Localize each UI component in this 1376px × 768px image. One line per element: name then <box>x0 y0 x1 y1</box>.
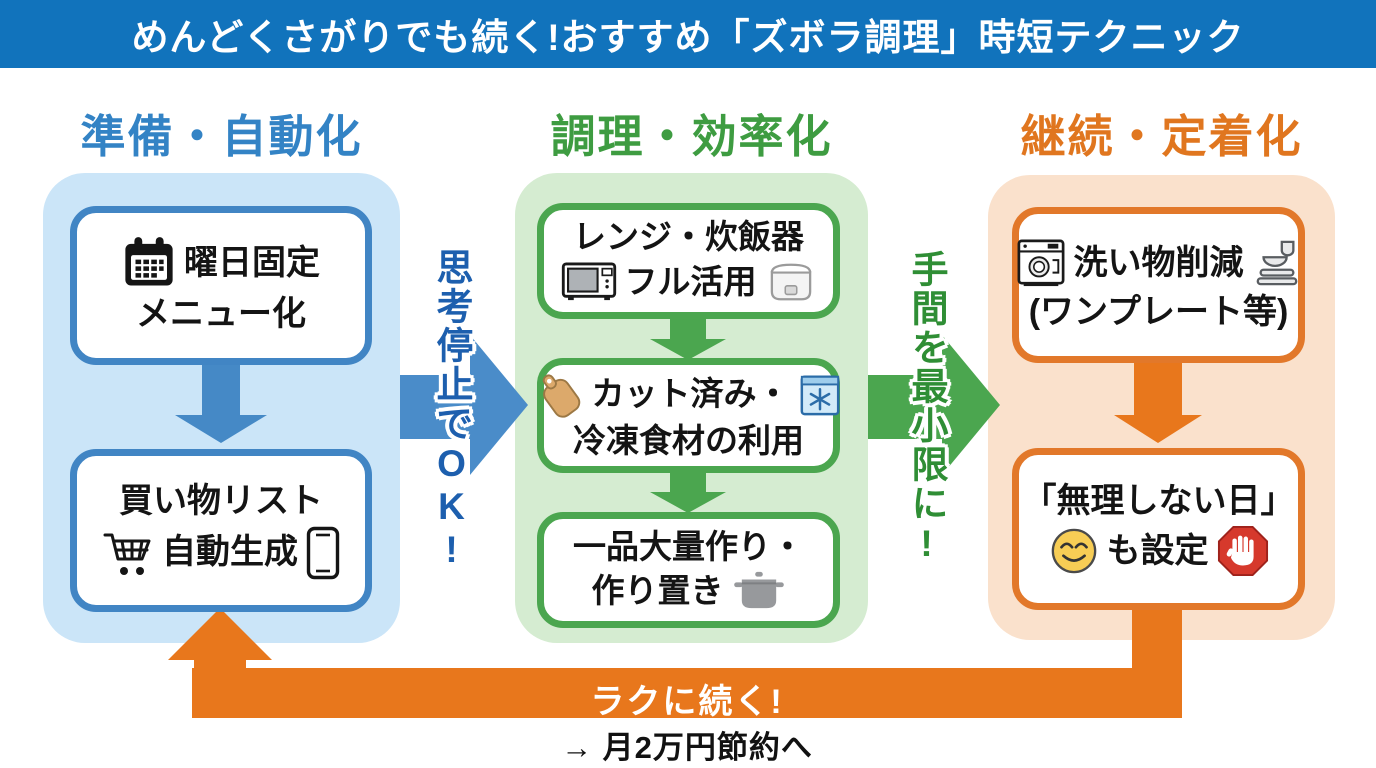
prep-to-cooking-arrow-label: 思考停止でOK! <box>431 248 472 572</box>
box-line-row: 一品大量作り・ <box>573 528 804 567</box>
shopping-cart-icon <box>102 529 154 577</box>
cooking-down-arrow-2-head <box>650 492 726 513</box>
column-header-continuation: 継続・定着化 <box>1020 110 1303 162</box>
prep-down-arrow-head <box>175 415 267 443</box>
box-line-row: 「無理しない日」 <box>1023 481 1295 521</box>
continuation-down-arrow-head <box>1114 415 1202 443</box>
dishes-stack-icon <box>1252 238 1302 288</box>
batch-cooking-box: 一品大量作り・ 作り置き <box>537 512 840 628</box>
box-text: 曜日固定 <box>184 244 320 283</box>
column-header-cooking: 調理・効率化 <box>550 110 833 162</box>
fixed-menu-box: 曜日固定 メニュー化 <box>70 206 372 365</box>
box-text: 冷凍食材の利用 <box>573 422 804 460</box>
smiley-icon <box>1049 526 1099 576</box>
smartphone-icon <box>306 526 340 580</box>
page-title: めんどくさがりでも続く!おすすめ「ズボラ調理」時短テクニック <box>131 17 1245 58</box>
pot-icon <box>732 570 786 612</box>
cooking-down-arrow-2-shaft <box>670 471 706 492</box>
dish-reduction-box: 洗い物削減 (ワンプレート等) <box>1012 207 1305 363</box>
box-text: メニュー化 <box>136 295 306 334</box>
cooking-to-continuation-arrow-body <box>868 375 942 439</box>
loop-arrow-up-head <box>168 608 272 660</box>
shopping-list-box: 買い物リスト 自動生成 <box>70 449 372 612</box>
loop-arrow-label: ラクに続く! <box>590 683 784 721</box>
box-text: 買い物リスト <box>119 482 323 521</box>
appliance-box: レンジ・炊飯器 フル活用 <box>537 203 840 319</box>
continuation-down-arrow-shaft <box>1134 361 1182 415</box>
box-line-row: も設定 <box>1049 525 1269 577</box>
box-text: 自動生成 <box>162 533 298 572</box>
box-line-row: 作り置き <box>592 570 786 612</box>
box-line-row: フル活用 <box>561 260 817 304</box>
box-line-row: (ワンプレート等) <box>1029 292 1289 332</box>
cooking-to-continuation-arrow-head <box>942 335 1000 475</box>
box-text: フル活用 <box>624 263 757 300</box>
box-text: 一品大量作り・ <box>573 527 804 565</box>
box-line-row: メニュー化 <box>136 294 306 334</box>
title-banner: めんどくさがりでも続く!おすすめ「ズボラ調理」時短テクニック <box>0 0 1376 68</box>
microwave-icon <box>561 262 617 302</box>
box-line-row: 自動生成 <box>102 526 340 580</box>
cooking-down-arrow-1-shaft <box>670 317 706 339</box>
cooking-down-arrow-1-head <box>650 339 726 360</box>
box-text: (ワンプレート等) <box>1028 292 1289 331</box>
box-line-row: 冷凍食材の利用 <box>573 422 804 461</box>
box-line-row: レンジ・炊飯器 <box>573 218 804 257</box>
box-line-row: 洗い物削減 <box>1016 238 1302 288</box>
box-line-row: 曜日固定 <box>122 236 320 290</box>
box-text: も設定 <box>1106 531 1209 570</box>
dishwasher-icon <box>1016 238 1066 288</box>
footnote: → 月2万円節約へ <box>561 730 813 765</box>
box-line-row: 買い物リスト <box>119 481 323 521</box>
loop-arrow-up-shaft <box>194 656 246 718</box>
calendar-icon <box>122 236 176 290</box>
rice-cooker-icon <box>765 260 817 304</box>
loop-arrow-horizontal-bar <box>192 668 1182 718</box>
frozen-food-icon <box>798 370 842 418</box>
box-text: 洗い物削減 <box>1073 243 1244 282</box>
column-header-prep: 準備・自動化 <box>80 110 363 162</box>
box-text: カット済み・ <box>591 374 790 412</box>
box-text: 作り置き <box>591 572 724 609</box>
box-text: 「無理しない日」 <box>1022 481 1295 520</box>
box-text: レンジ・炊飯器 <box>573 217 804 255</box>
cooking-to-continuation-arrow-label: 手間を最小限に! <box>906 250 947 566</box>
prep-down-arrow-shaft <box>202 363 240 415</box>
prep-to-cooking-arrow-body <box>400 375 470 439</box>
prep-to-cooking-arrow-head <box>470 335 528 475</box>
box-line-row: カット済み・ <box>536 370 842 418</box>
rest-day-box: 「無理しない日」 も設定 <box>1012 448 1305 610</box>
precut-frozen-box: カット済み・ 冷凍食材の利用 <box>537 358 840 473</box>
stop-hand-icon <box>1217 525 1269 577</box>
cutting-board-icon <box>536 370 584 418</box>
